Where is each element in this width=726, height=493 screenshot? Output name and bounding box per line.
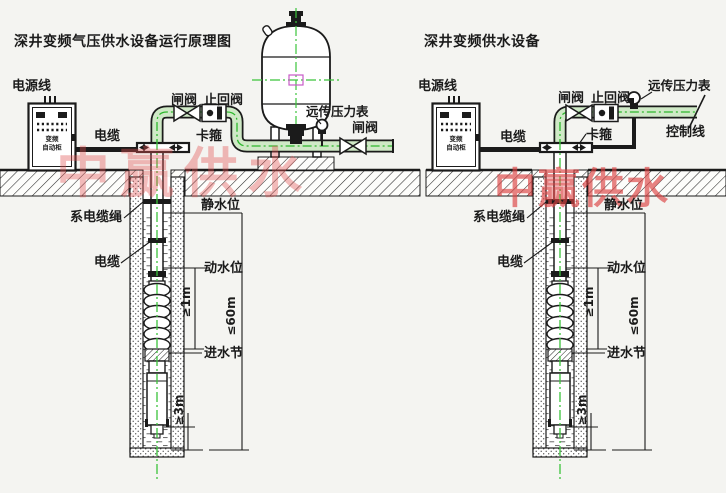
cabinet-label-line1: 变频	[450, 134, 464, 143]
inlet-section-label: 进水节	[204, 345, 243, 361]
dim-1m: ≥1m	[582, 287, 596, 318]
watermark-text: 中赢供水	[494, 164, 670, 213]
cabinet-label-line2: 自动柜	[42, 143, 62, 152]
dim-3m: ≥3m	[172, 395, 186, 426]
tank-foundation	[257, 156, 335, 171]
dim-1m: ≥1m	[179, 287, 193, 318]
power-line-label: 电源线	[12, 78, 51, 94]
cable-label: 电缆	[500, 129, 526, 145]
control-line-label: 控制线	[666, 124, 705, 140]
cable-label: 电缆	[94, 128, 120, 144]
cabinet-label-line1: 变频	[46, 134, 60, 143]
cabinet-label-line2: 自动柜	[446, 143, 466, 152]
gate-valve-label: 闸阀	[171, 92, 197, 108]
dim-3m: ≥3m	[575, 395, 589, 426]
ground	[0, 168, 726, 197]
well-cable-label: 电缆	[94, 254, 120, 270]
control-cabinet	[431, 94, 481, 172]
static-level-label: 静水位	[201, 197, 240, 213]
pressure-gauge-icon	[627, 91, 641, 109]
remote-gauge-label: 远传压力表	[306, 104, 369, 119]
remote-gauge-label: 远传压力表	[648, 78, 711, 93]
left-diagram: 中赢供水 深井变频气压供水设备运行原理图 电源线 变频 自动柜 电缆 闸阀 止回…	[12, 8, 394, 484]
well-cable-label: 电缆	[497, 254, 523, 270]
right-diagram: 中赢供水 深井变频供水设备 电源线 变频 自动柜 电缆 闸阀 止回阀 卡箍 远传…	[418, 33, 711, 484]
dynamic-level-label: 动水位	[607, 260, 646, 276]
tie-cable-rope-label: 系电缆绳	[473, 209, 525, 225]
dim-60m: ≤60m	[224, 296, 238, 335]
left-title: 深井变频气压供水设备运行原理图	[14, 33, 232, 50]
check-valve-icon	[593, 103, 619, 123]
check-valve-label: 止回阀	[204, 92, 243, 108]
tank-center-marker	[288, 74, 304, 86]
inlet-section-label: 进水节	[607, 345, 646, 361]
power-line-label: 电源线	[418, 78, 457, 94]
tie-cable-rope-label: 系电缆绳	[70, 209, 122, 225]
dynamic-level-label: 动水位	[204, 260, 243, 276]
static-level-label: 静水位	[604, 197, 643, 213]
outlet-gate-valve-label: 闸阀	[352, 120, 378, 136]
tank-top-flange	[286, 22, 306, 26]
clamp-label: 卡箍	[196, 128, 222, 144]
dim-60m: ≤60m	[627, 296, 641, 335]
gate-valve-label: 闸阀	[558, 90, 584, 106]
watermark-text: 中赢供水	[56, 142, 312, 205]
tank-nozzle-icon	[262, 25, 273, 37]
clamp-label: 卡箍	[586, 127, 612, 143]
right-title: 深井变频供水设备	[424, 33, 540, 50]
pipe-break-mark	[688, 94, 706, 129]
discharge-piping	[150, 105, 394, 153]
check-valve-label: 止回阀	[591, 90, 630, 106]
